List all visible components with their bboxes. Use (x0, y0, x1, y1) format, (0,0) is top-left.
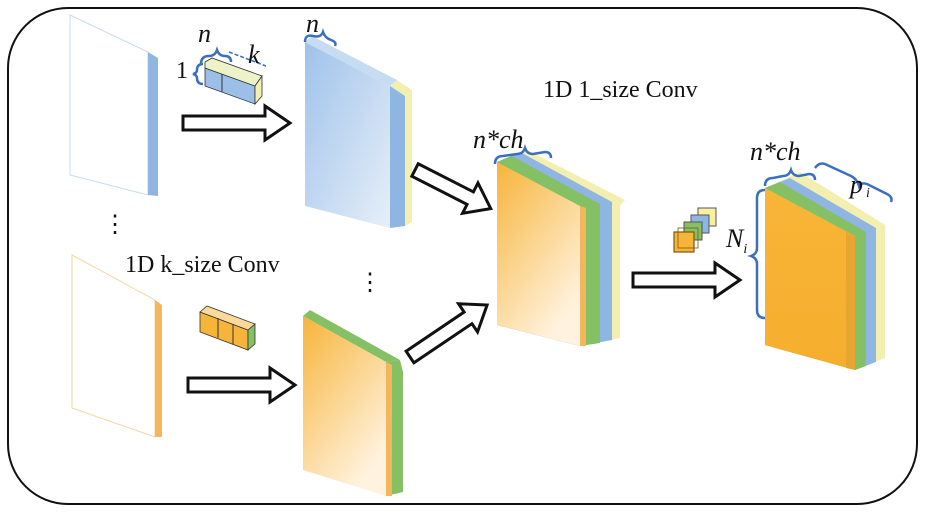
concatenated-feature-stack (493, 144, 625, 346)
kernel-1-label: 1 (176, 58, 188, 84)
kernel-n-label: n (198, 19, 211, 48)
kernel-1xk-blue (192, 46, 267, 106)
feature-slab-blue (303, 28, 412, 228)
feature-slab-orange (303, 310, 403, 496)
N-label: Ni (725, 224, 747, 257)
input-sheet-orange (71, 254, 162, 438)
kernel-1x1-cubes (673, 207, 717, 253)
right-nch-label: n*ch (750, 137, 801, 166)
ellipsis-left: ⋮ (103, 212, 127, 238)
arrow-diagonal-up (404, 302, 490, 365)
outer-border (7, 7, 918, 505)
output-feature-stack (747, 162, 893, 370)
conv-1size-label: 1D 1_size Conv (543, 77, 698, 103)
arrow-right (631, 260, 743, 300)
arrow-top (181, 103, 293, 143)
kernel-k-label: k (248, 40, 260, 69)
conv-ksize-label: 1D k_size Conv (125, 252, 280, 278)
ellipsis-mid: ⋮ (358, 270, 382, 296)
kernel-1xk-orange (199, 305, 256, 351)
center-nch-label: n*ch (473, 125, 524, 154)
input-sheet-blue (69, 14, 158, 196)
arrow-diagonal-down (409, 161, 493, 216)
arrow-bottom (186, 365, 298, 405)
slab-n-label: n (306, 9, 319, 38)
